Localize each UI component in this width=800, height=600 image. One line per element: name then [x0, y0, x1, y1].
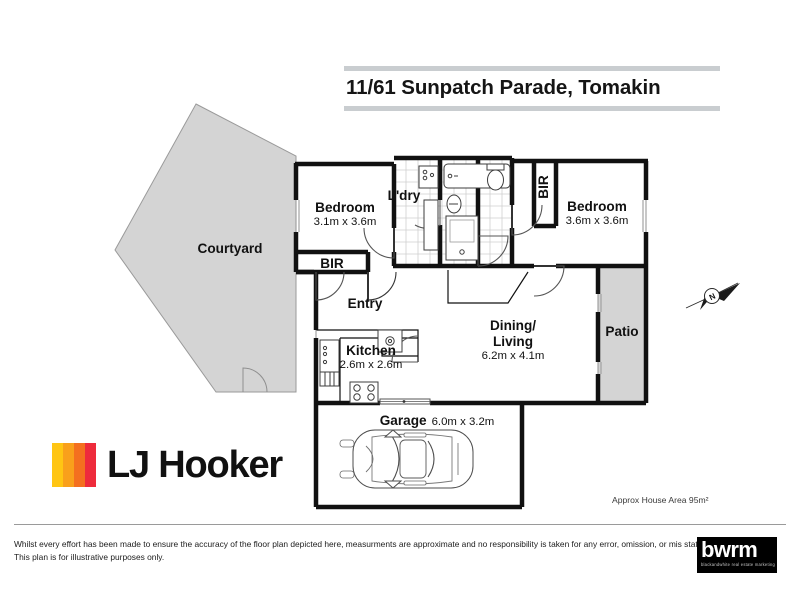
agency-logo-text: LJ Hooker [107, 444, 283, 486]
producer-logo-tagline: blackandwhite real estate marketing [701, 562, 776, 567]
agency-bar-4 [85, 443, 96, 487]
page-title: 11/61 Sunpatch Parade, Tomakin [346, 76, 661, 99]
disclaimer-text: Whilst every effort has been made to ens… [14, 538, 724, 564]
disclaimer-line-1: Whilst every effort has been made to ens… [14, 539, 724, 549]
room-label-garage: Garage 6.0m x 3.2m [352, 413, 522, 429]
agency-bar-3 [74, 443, 85, 487]
producer-logo: bwrm blackandwhite real estate marketing [697, 537, 777, 573]
garage-dimensions: 6.0m x 3.2m [431, 416, 495, 428]
producer-logo-mark: bwrm [701, 537, 758, 562]
courtyard-door-arc [242, 367, 268, 393]
room-label-bedroom-1: Bedroom 3.1m x 3.6m [285, 200, 405, 229]
header-rule-bottom [344, 106, 720, 111]
header-rule-top [344, 66, 720, 71]
bedroom2-label-text: Bedroom [567, 199, 627, 214]
footer-divider [14, 524, 786, 525]
header: 11/61 Sunpatch Parade, Tomakin [344, 66, 720, 111]
room-label-entry: Entry [320, 296, 410, 312]
room-label-courtyard: Courtyard [170, 241, 290, 257]
approx-area-note: Approx House Area 95m² [612, 495, 709, 505]
windows [295, 200, 647, 374]
living-label-line2: Living [492, 334, 534, 350]
entry-label-text: Entry [347, 296, 383, 311]
laundry-fixtures [418, 165, 439, 251]
compass-north-icon: N [685, 282, 740, 310]
living-entry-floor [316, 266, 598, 403]
living-label-line1: Dining/ [489, 318, 537, 333]
kitchen-label-text: Kitchen [346, 343, 396, 358]
courtyard-label-text: Courtyard [197, 241, 263, 256]
bedroom2-dimensions: 3.6m x 3.6m [565, 215, 629, 228]
bedroom1-label-text: Bedroom [315, 200, 375, 215]
agency-logo-bars [52, 443, 96, 487]
courtyard-area [114, 103, 297, 393]
room-label-patio: Patio [592, 324, 652, 340]
laundry-label-text: L'dry [387, 188, 421, 203]
agency-bar-2 [63, 443, 74, 487]
patio-label-text: Patio [605, 324, 639, 339]
garage-label-text: Garage [379, 413, 427, 428]
room-label-kitchen: Kitchen 2.6m x 2.6m [323, 343, 419, 372]
compass-north-letter: N [708, 291, 717, 302]
room-label-bedroom-2: Bedroom 3.6m x 3.6m [537, 199, 657, 228]
bir-label-bedroom-2: BIR [536, 167, 552, 207]
car-illustration [339, 429, 474, 489]
agency-bar-1 [52, 443, 63, 487]
bir-label-bedroom-1: BIR [302, 256, 362, 272]
agency-logo: LJ Hooker [52, 443, 283, 487]
bedroom1-dimensions: 3.1m x 3.6m [313, 216, 377, 229]
bir-bedroom2-text: BIR [535, 175, 551, 199]
disclaimer-line-2: This plan is for illustrative purposes o… [14, 552, 165, 562]
kitchen-dimensions: 2.6m x 2.6m [339, 359, 403, 372]
room-label-dining-living: Dining/ Living 6.2m x 4.1m [448, 318, 578, 364]
room-label-laundry: L'dry [374, 188, 434, 204]
patio-area [597, 266, 647, 404]
living-dimensions: 6.2m x 4.1m [481, 350, 545, 363]
kitchen-fixtures [319, 329, 403, 404]
bathroom-fixtures [443, 163, 511, 261]
garage-door [379, 398, 431, 405]
bir-bedroom1-text: BIR [320, 256, 344, 271]
